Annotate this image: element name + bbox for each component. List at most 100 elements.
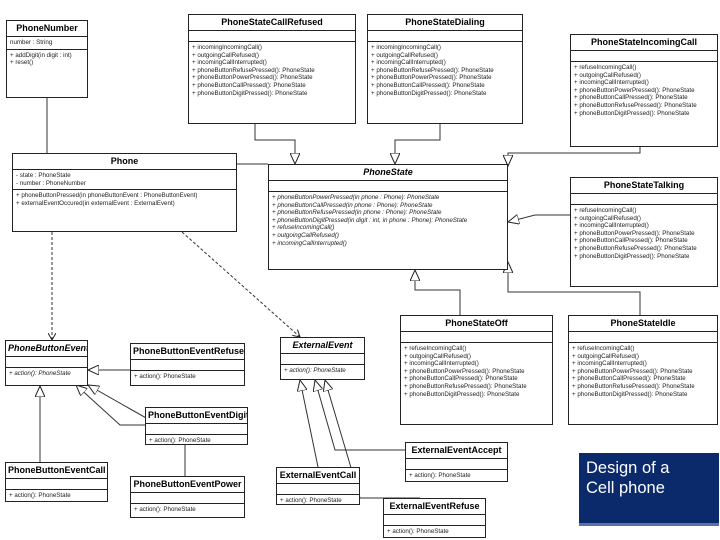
- class-phone-button-event[interactable]: PhoneButtonEvent + action(): PhoneState: [5, 340, 88, 386]
- class-external-event-refuse[interactable]: ExternalEventRefuse + action(): PhoneSta…: [383, 498, 486, 538]
- operation: + action(): PhoneState: [409, 472, 471, 479]
- class-phone-button-event-digit[interactable]: PhoneButtonEventDigit + action(): PhoneS…: [145, 407, 248, 445]
- class-name: PhoneStateIncomingCall: [571, 35, 717, 51]
- class-attributes: [131, 360, 244, 371]
- class-phone-button-event-power[interactable]: PhoneButtonEventPower + action(): PhoneS…: [130, 476, 245, 518]
- class-operations: + phoneButtonPressed(in phoneButtonEvent…: [13, 190, 236, 209]
- operation: + phoneButtonCallPressed(in phone : Phon…: [272, 201, 433, 209]
- class-attributes: - state : PhoneState - number : PhoneNum…: [13, 170, 236, 191]
- class-attributes: [277, 484, 359, 495]
- operation: + phoneButtonRefusePressed(): PhoneState: [192, 66, 315, 74]
- class-operations: + action(): PhoneState: [131, 371, 244, 383]
- operation: + incomingIncomingCall(): [371, 44, 441, 51]
- class-name: PhoneNumber: [7, 21, 87, 37]
- class-operations: + action(): PhoneState: [131, 504, 244, 516]
- class-name: ExternalEvent: [281, 338, 364, 354]
- class-external-event-accept[interactable]: ExternalEventAccept + action(): PhoneSta…: [405, 442, 508, 482]
- class-attributes: [281, 354, 364, 365]
- operation: + outgoingCallRefused(): [574, 71, 641, 79]
- class-phone-state[interactable]: PhoneState + phoneButtonPowerPressed(in …: [268, 164, 508, 270]
- class-name: PhoneState: [269, 165, 507, 181]
- class-phone[interactable]: Phone - state : PhoneState - number : Ph…: [12, 153, 237, 232]
- class-attributes: [571, 51, 717, 62]
- class-phone-state-call-refused[interactable]: PhoneStateCallRefused + incomingIncoming…: [188, 14, 356, 124]
- class-phone-state-dialing[interactable]: PhoneStateDialing + incomingIncomingCall…: [367, 14, 523, 124]
- operation: + phoneButtonPowerPressed(): PhoneState: [574, 86, 695, 94]
- operation: + addDigit(in digit : int): [10, 51, 72, 59]
- class-name: PhoneButtonEventCall: [6, 463, 107, 479]
- class-attributes: [131, 493, 244, 504]
- class-phone-state-incoming-call[interactable]: PhoneStateIncomingCall + refuseIncomingC…: [570, 34, 718, 147]
- class-operations: + action(): PhoneState: [384, 526, 485, 537]
- class-operations: + phoneButtonPowerPressed(in phone : Pho…: [269, 192, 507, 249]
- operation: + phoneButtonRefusePressed(): PhoneState: [404, 382, 527, 390]
- operation: + phoneButtonCallPressed(): PhoneState: [574, 237, 688, 245]
- class-external-event-call[interactable]: ExternalEventCall + action(): PhoneState: [276, 467, 360, 505]
- edge-dialing: [395, 123, 441, 164]
- class-attributes: [368, 31, 522, 42]
- operation: + phoneButtonPowerPressed(in phone : Pho…: [272, 194, 440, 201]
- operation: + reset(): [10, 59, 34, 67]
- edge-event-digit: [76, 385, 145, 426]
- class-attributes: number : String: [7, 37, 87, 50]
- operation: + incomingCallInterrupted(): [192, 59, 267, 67]
- edge-call-refused: [254, 123, 295, 164]
- class-operations: + incomingIncomingCall() + outgoingCallR…: [189, 42, 355, 99]
- class-operations: + action(): PhoneState: [6, 368, 87, 380]
- operation: + phoneButtonDigitPressed(): PhoneState: [574, 109, 690, 117]
- class-name: PhoneStateTalking: [571, 178, 717, 194]
- operation: + incomingCallInterrupted(): [574, 79, 649, 87]
- class-operations: + action(): PhoneState: [146, 435, 247, 444]
- class-operations: + action(): PhoneState: [281, 365, 364, 377]
- operation: + refuseIncomingCall(): [272, 224, 335, 232]
- class-phone-button-event-call[interactable]: PhoneButtonEventCall + action(): PhoneSt…: [5, 462, 108, 502]
- class-attributes: [269, 181, 507, 192]
- class-name: ExternalEventRefuse: [384, 499, 485, 515]
- operation: + phoneButtonPowerPressed(): PhoneState: [572, 367, 693, 375]
- operation: + outgoingCallRefused(): [272, 231, 339, 239]
- class-attributes: [6, 357, 87, 368]
- class-name: PhoneStateCallRefused: [189, 15, 355, 31]
- attribute: number : String: [10, 39, 53, 46]
- class-attributes: [189, 31, 355, 42]
- operation: + outgoingCallRefused(): [574, 214, 641, 222]
- operation: + phoneButtonPowerPressed(): PhoneState: [574, 229, 695, 237]
- operation: + phoneButtonDigitPressed(): PhoneState: [404, 390, 520, 398]
- class-phone-state-off[interactable]: PhoneStateOff + refuseIncomingCall() + o…: [400, 315, 553, 425]
- operation: + action(): PhoneState: [387, 528, 449, 535]
- class-operations: + refuseIncomingCall() + outgoingCallRef…: [571, 205, 717, 262]
- operation: + phoneButtonDigitPressed(): PhoneState: [572, 390, 688, 398]
- class-phone-state-idle[interactable]: PhoneStateIdle + refuseIncomingCall() + …: [568, 315, 718, 425]
- class-phone-state-talking[interactable]: PhoneStateTalking + refuseIncomingCall()…: [570, 177, 718, 287]
- operation: + phoneButtonRefusePressed(): PhoneState: [574, 101, 697, 109]
- class-attributes: [569, 332, 717, 343]
- operation: + action(): PhoneState: [134, 373, 196, 380]
- operation: + phoneButtonRefusePressed(in phone : Ph…: [272, 209, 442, 217]
- operation: + phoneButtonCallPressed(): PhoneState: [404, 375, 518, 383]
- class-name: PhoneButtonEvent: [6, 341, 87, 357]
- class-external-event[interactable]: ExternalEvent + action(): PhoneState: [280, 337, 365, 380]
- operation: + incomingIncomingCall(): [192, 44, 262, 51]
- class-name: PhoneButtonEventDigit: [146, 408, 247, 424]
- class-name: ExternalEventCall: [277, 468, 359, 484]
- class-attributes: [406, 459, 507, 470]
- class-name: PhoneButtonEventPower: [131, 477, 244, 493]
- class-name: Phone: [13, 154, 236, 170]
- operation: + action(): PhoneState: [284, 367, 346, 374]
- operation: + incomingCallInterrupted(): [371, 59, 446, 67]
- class-phone-number[interactable]: PhoneNumber number : String + addDigit(i…: [6, 20, 88, 98]
- class-operations: + action(): PhoneState: [6, 490, 107, 501]
- class-operations: + addDigit(in digit : int) + reset(): [7, 50, 87, 69]
- operation: + phoneButtonPowerPressed(): PhoneState: [404, 367, 525, 375]
- class-operations: + action(): PhoneState: [277, 495, 359, 504]
- operation: + phoneButtonPowerPressed(): PhoneState: [192, 74, 313, 82]
- operation: + phoneButtonDigitPressed(): PhoneState: [574, 252, 690, 260]
- operation: + phoneButtonCallPressed(): PhoneState: [192, 81, 306, 89]
- class-operations: + refuseIncomingCall() + outgoingCallRef…: [571, 62, 717, 119]
- operation: + outgoingCallRefused(): [404, 352, 471, 360]
- class-attributes: [6, 479, 107, 490]
- class-phone-button-event-refuse[interactable]: PhoneButtonEventRefuse + action(): Phone…: [130, 343, 245, 386]
- class-name: PhoneStateIdle: [569, 316, 717, 332]
- operation: + phoneButtonCallPressed(): PhoneState: [572, 375, 686, 383]
- operation: + action(): PhoneState: [149, 437, 211, 444]
